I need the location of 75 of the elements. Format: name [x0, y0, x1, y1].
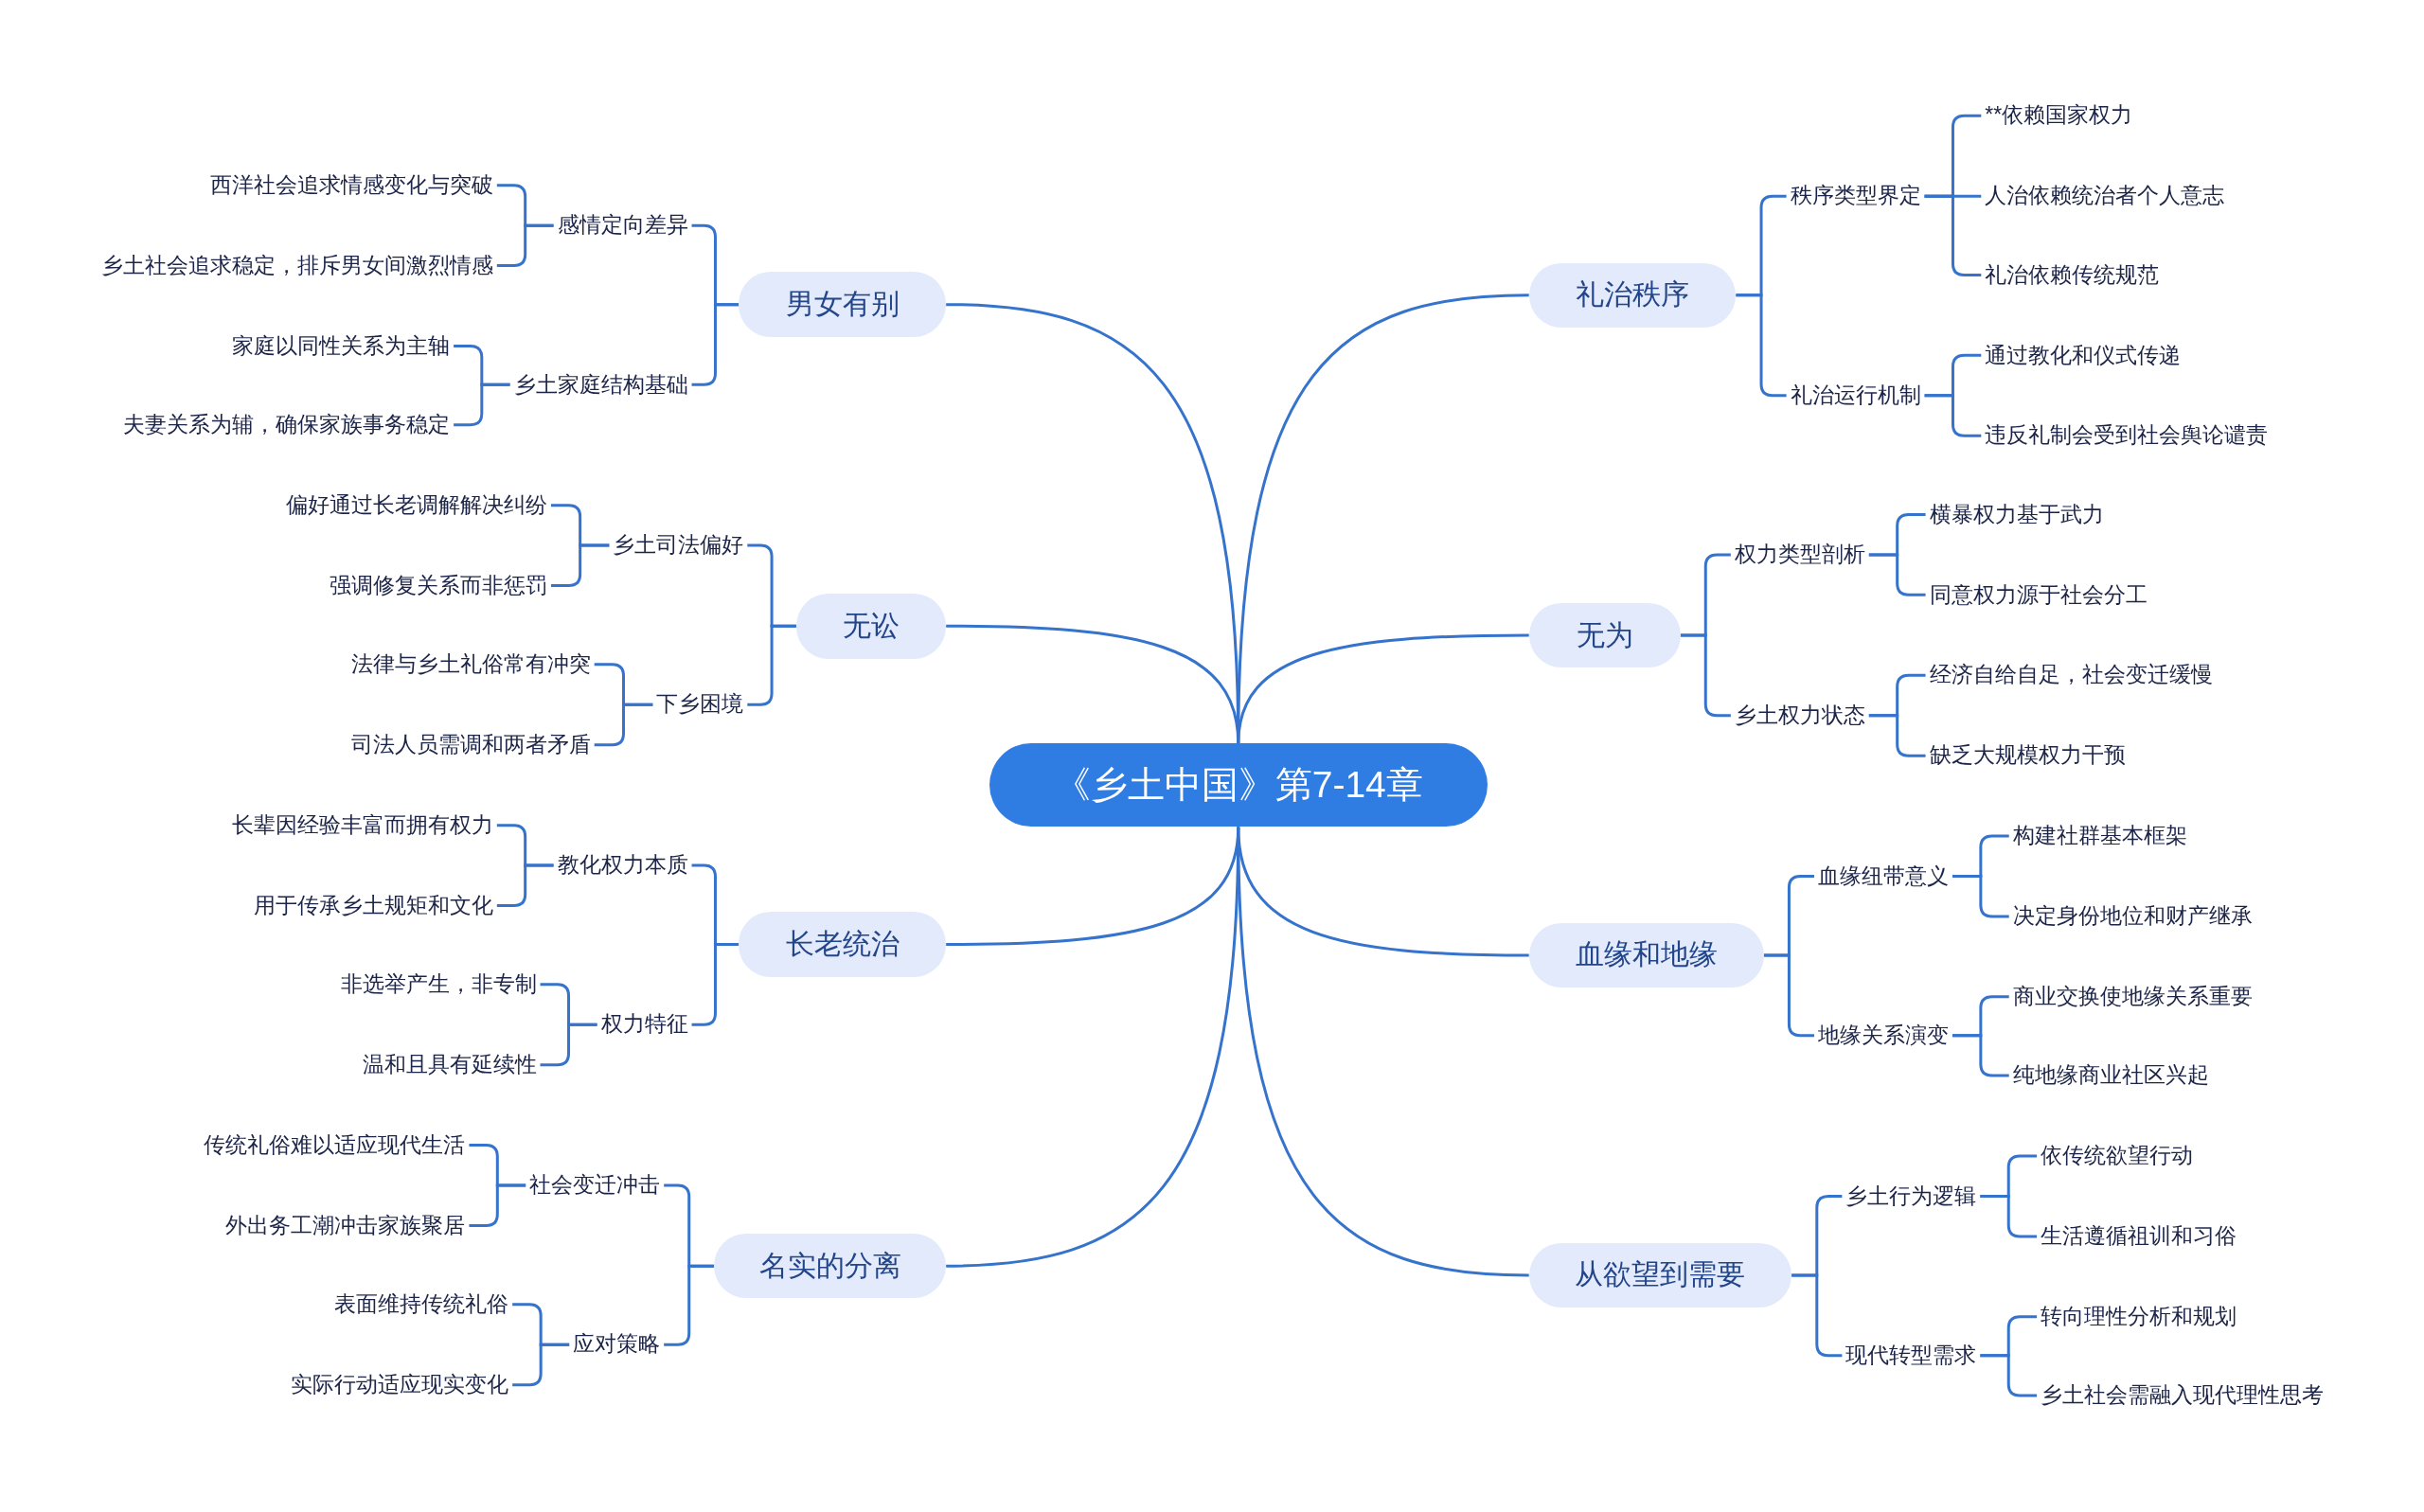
detail-text: **依赖国家权力: [1981, 99, 2137, 133]
detail-text: 人治依赖统治者个人意志: [1981, 180, 2229, 212]
detail-text: 法律与乡土礼俗常有冲突: [347, 649, 595, 681]
topic-box: 男女有别: [739, 272, 947, 337]
bracket-line: [1952, 1034, 2009, 1077]
detail-text: 外出务工潮冲击家族聚居: [222, 1209, 470, 1242]
detail-text: 违反礼制会受到社会舆论谴责: [1981, 419, 2272, 452]
detail-text: 司法人员需调和两者矛盾: [347, 728, 595, 761]
subtopic-text: 教化权力本质: [553, 849, 692, 881]
bracket-line: [496, 223, 554, 268]
detail-text: 温和且具有延续性: [358, 1048, 541, 1081]
subtopic-text: 权力类型剖析: [1730, 539, 1869, 571]
bracket-line: [512, 1343, 570, 1387]
topic-box: 长老统治: [739, 912, 947, 977]
subtopic-text: 血缘纽带意义: [1814, 860, 1952, 893]
subtopic-text: 乡土行为逻辑: [1842, 1180, 1981, 1213]
topic-box: 血缘和地缘: [1528, 922, 1764, 988]
detail-text: 纯地缘商业社区兴起: [2008, 1059, 2213, 1092]
bracket-line: [550, 543, 610, 588]
detail-text: 表面维持传统礼俗: [330, 1288, 513, 1321]
detail-text: 决定身份地位和财产继承: [2008, 900, 2256, 933]
detail-text: 西洋社会追求情感变化与突破: [205, 169, 497, 202]
connector-curve: [1237, 827, 1529, 1277]
subtopic-text: 乡土司法偏好: [609, 529, 748, 561]
subtopic-text: 下乡困境: [652, 688, 748, 721]
subtopic-text: 秩序类型界定: [1786, 180, 1925, 212]
topic-box: 从欲望到需要: [1528, 1242, 1792, 1308]
detail-text: 生活遵循祖训和习俗: [2037, 1220, 2241, 1253]
subtopic-text: 社会变迁冲击: [526, 1169, 665, 1201]
bracket-line: [1868, 714, 1926, 757]
topic-box: 无讼: [795, 593, 947, 659]
detail-text: 强调修复关系而非惩罚: [325, 569, 551, 602]
detail-text: 通过教化和仪式传递: [1981, 339, 2185, 372]
subtopic-text: 应对策略: [569, 1328, 665, 1361]
detail-text: 用于传承乡土规矩和文化: [249, 889, 497, 922]
bracket-line: [1952, 875, 2009, 918]
bracket-line: [469, 1183, 526, 1227]
topic-box: 礼治秩序: [1528, 262, 1737, 329]
bracket-line: [1980, 1194, 2038, 1238]
topic-box: 无为: [1528, 602, 1681, 668]
topic-box: 名实的分离: [714, 1233, 947, 1299]
subtopic-text: 感情定向差异: [553, 209, 692, 241]
subtopic-text: 礼治运行机制: [1786, 379, 1925, 412]
detail-text: 传统礼俗难以适应现代生活: [200, 1129, 470, 1162]
bracket-line: [1924, 394, 1982, 437]
bracket-line: [496, 863, 554, 908]
bracket-line: [540, 1023, 597, 1067]
bracket-line: [1980, 1354, 2038, 1397]
detail-text: 缺乏大规模权力干预: [1925, 739, 2130, 772]
bracket-line: [1868, 553, 1926, 596]
detail-text: 同意权力源于社会分工: [1925, 578, 2151, 612]
detail-text: 家庭以同性关系为主轴: [228, 329, 454, 363]
central-topic-box: 《乡土中国》第7-14章: [989, 743, 1488, 827]
detail-text: 长辈因经验丰富而拥有权力: [227, 809, 497, 842]
bracket-line: [454, 382, 510, 427]
subtopic-text: 权力特征: [597, 1008, 692, 1041]
subtopic-text: 地缘关系演变: [1814, 1019, 1952, 1052]
detail-text: 转向理性分析和规划: [2037, 1301, 2241, 1333]
detail-text: 礼治依赖传统规范: [1981, 258, 2164, 292]
detail-text: 非选举产生，非专制: [336, 969, 541, 1001]
detail-text: 经济自给自足，社会变迁缓慢: [1925, 659, 2217, 692]
detail-text: 实际行动适应现实变化: [287, 1368, 513, 1401]
detail-text: 偏好通过长老调解解决纠纷: [281, 489, 551, 522]
subtopic-text: 乡土权力状态: [1730, 699, 1869, 732]
detail-text: 夫妻关系为辅，确保家族事务稳定: [119, 408, 454, 441]
subtopic-text: 乡土家庭结构基础: [509, 368, 692, 401]
bracket-line: [594, 703, 653, 747]
detail-text: 构建社群基本框架: [2008, 820, 2191, 852]
detail-text: 横暴权力基于武力: [1925, 498, 2108, 531]
detail-text: 乡土社会需融入现代理性思考: [2037, 1379, 2328, 1412]
detail-text: 乡土社会追求稳定，排斥男女间激烈情感: [97, 249, 497, 282]
subtopic-text: 现代转型需求: [1842, 1339, 1981, 1372]
detail-text: 商业交换使地缘关系重要: [2008, 981, 2256, 1013]
detail-text: 依传统欲望行动: [2037, 1140, 2198, 1172]
connector-curve: [1237, 633, 1529, 744]
